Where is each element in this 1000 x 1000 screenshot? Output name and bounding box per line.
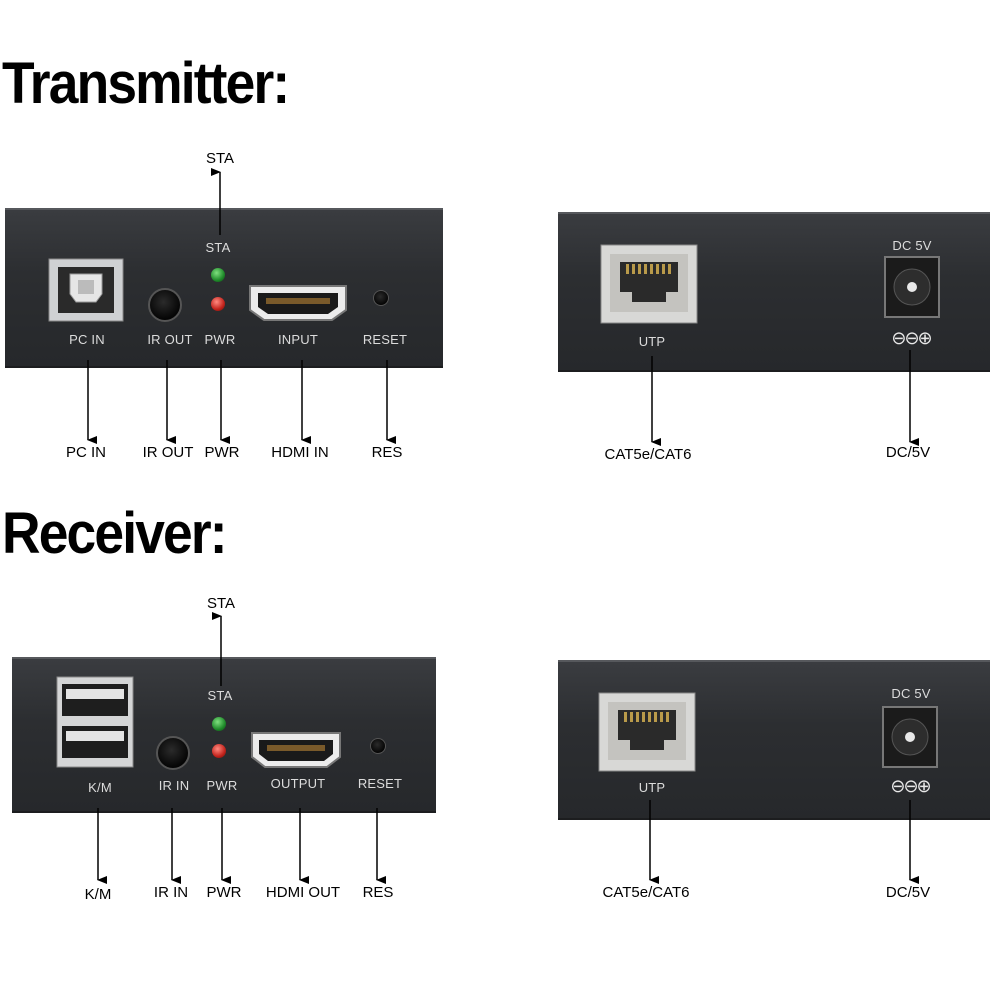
label-dc-5v: DC 5V [892,238,932,253]
label-sta-rx: STA [207,688,233,703]
callout-rx-km: K/M [84,886,112,903]
reset-button [373,290,389,306]
label-reset: RESET [362,332,408,347]
label-km: K/M [88,780,112,795]
sta-led-rx [212,717,226,731]
callout-rx-sta: STA [206,595,236,612]
callout-rx-dc: DC/5V [885,884,931,901]
hdmi-output-port [250,731,342,769]
dc-jack-rx [882,706,938,768]
rj45-port [600,244,698,324]
callout-tx-ir-out: IR OUT [142,444,194,461]
callout-tx-res: RES [371,444,403,461]
label-sta: STA [205,240,231,255]
ir-out-jack [148,288,182,322]
label-reset-rx: RESET [357,776,403,791]
callout-tx-pc-in: PC IN [65,444,107,461]
label-output: OUTPUT [270,776,326,791]
rj45-port-rx [598,692,696,772]
polarity-symbol: ⊖⊖⊕ [891,328,932,348]
hdmi-input-port [248,284,348,322]
pwr-led-rx [212,744,226,758]
ir-in-jack [156,736,190,770]
label-utp: UTP [638,334,666,349]
callout-rx-pwr: PWR [206,884,242,901]
callout-tx-sta: STA [205,150,235,167]
callout-tx-dc: DC/5V [885,444,931,461]
callout-tx-hdmi-in: HDMI IN [271,444,329,461]
label-pc-in: PC IN [69,332,105,347]
label-dc-5v-rx: DC 5V [891,686,931,701]
dc-jack [884,256,940,318]
label-ir-in: IR IN [158,778,190,793]
pwr-led [211,297,225,311]
reset-button-rx [370,738,386,754]
receiver-title: Receiver: [2,501,228,566]
callout-rx-hdmi-out: HDMI OUT [265,884,341,901]
sta-led [211,268,225,282]
callout-rx-cat: CAT5e/CAT6 [602,884,690,901]
label-pwr: PWR [204,332,236,347]
callout-tx-pwr: PWR [204,444,240,461]
label-utp-rx: UTP [638,780,666,795]
callout-rx-res: RES [362,884,394,901]
label-input: INPUT [278,332,318,347]
label-ir-out: IR OUT [147,332,193,347]
callout-tx-cat: CAT5e/CAT6 [604,446,692,463]
usb-a-ports [56,676,134,768]
usb-b-port [48,258,124,322]
label-pwr-rx: PWR [206,778,238,793]
polarity-symbol-rx: ⊖⊖⊕ [890,776,931,796]
callout-rx-ir-in: IR IN [153,884,189,901]
transmitter-title: Transmitter: [2,51,290,116]
